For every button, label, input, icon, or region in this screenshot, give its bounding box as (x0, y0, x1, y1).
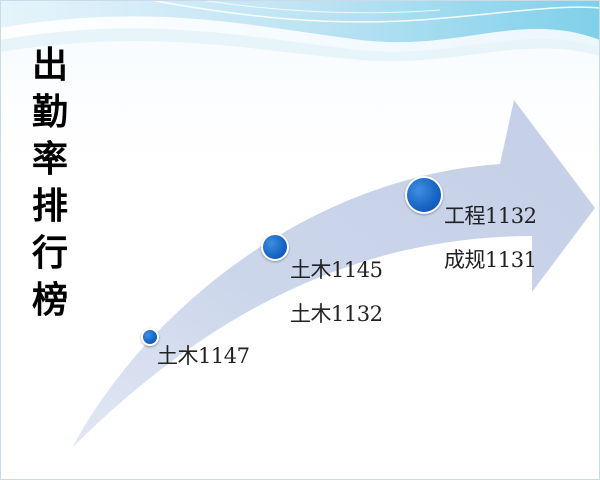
rank-2-marker (261, 233, 289, 261)
title-char: 行 (31, 233, 68, 274)
rank-1-label-second: 成规1131 (444, 248, 537, 272)
title-char: 出 (31, 45, 68, 86)
header-wave-decoration (0, 0, 600, 62)
rank-2-label-second: 土木1132 (290, 302, 383, 326)
title-char: 榜 (31, 280, 68, 321)
page-title: 出 勤 率 排 行 榜 (22, 42, 78, 324)
title-char: 率 (31, 139, 68, 180)
title-char: 勤 (31, 92, 68, 133)
rank-1-label-first: 工程1132 (444, 204, 537, 228)
title-char: 排 (31, 186, 68, 227)
rank-1-marker (405, 176, 443, 214)
rank-2-label-first: 土木1145 (290, 258, 383, 282)
rank-3-label: 土木1147 (157, 344, 250, 368)
rank-3-marker (141, 328, 159, 346)
